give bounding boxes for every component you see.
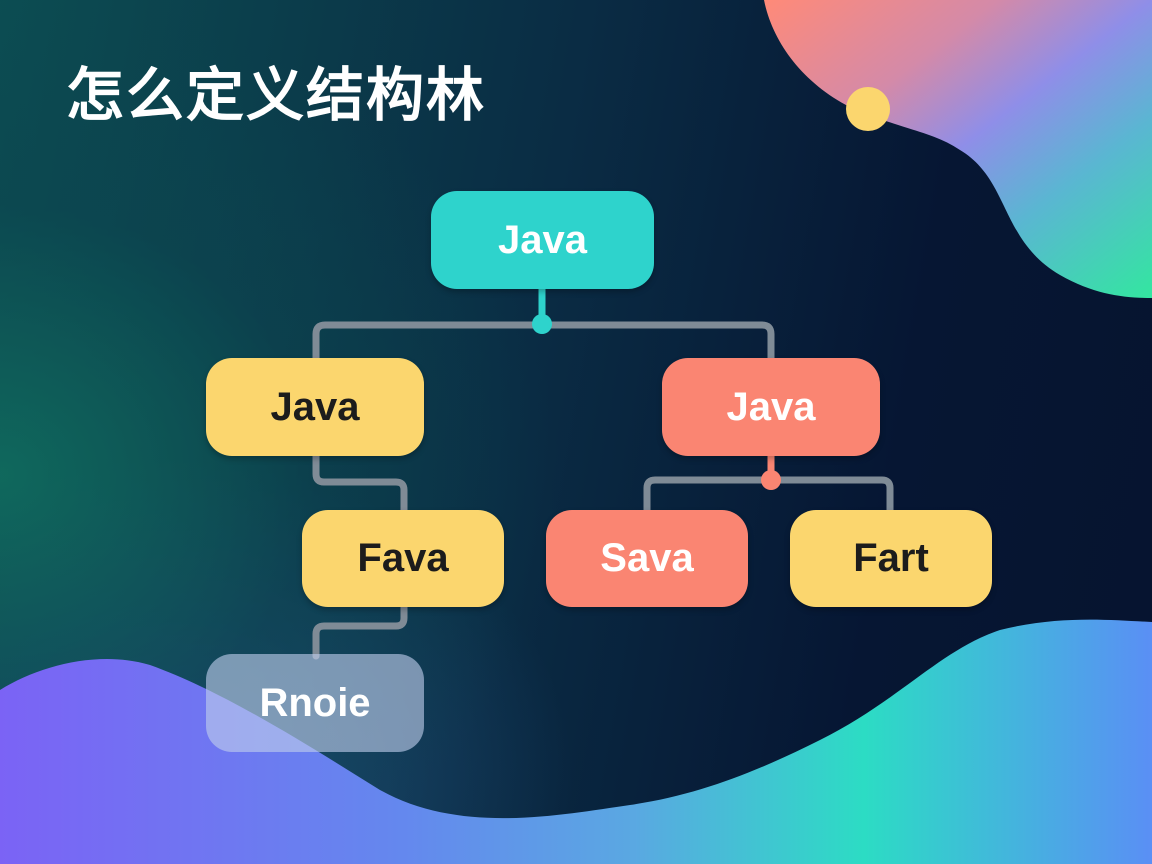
node-left-grandchild[interactable]: Rnoie	[206, 654, 424, 752]
connector-left-to-fava	[312, 452, 408, 516]
node-root-label: Java	[498, 217, 587, 262]
page-title: 怎么定义结构林	[66, 61, 487, 129]
node-left-child[interactable]: Fava	[302, 510, 504, 607]
top-right-blob	[764, 0, 1152, 298]
node-right-child-2-label: Fart	[853, 536, 929, 580]
node-root[interactable]: Java	[431, 191, 654, 289]
connector-fava-to-rnoie	[312, 602, 408, 660]
node-right-child-1[interactable]: Sava	[546, 510, 748, 607]
node-right-child-1-label: Sava	[600, 536, 694, 580]
node-right[interactable]: Java	[662, 358, 880, 456]
root-junction-dot	[532, 314, 552, 334]
right-junction-dot	[761, 470, 781, 490]
node-left-child-label: Fava	[357, 536, 449, 580]
node-left[interactable]: Java	[206, 358, 424, 456]
yellow-circle-decoration	[846, 87, 890, 131]
node-left-grandchild-label: Rnoie	[259, 680, 371, 725]
bottom-wave	[0, 619, 1152, 864]
node-left-label: Java	[270, 384, 360, 429]
node-right-label: Java	[726, 384, 816, 429]
node-right-child-2[interactable]: Fart	[790, 510, 992, 607]
